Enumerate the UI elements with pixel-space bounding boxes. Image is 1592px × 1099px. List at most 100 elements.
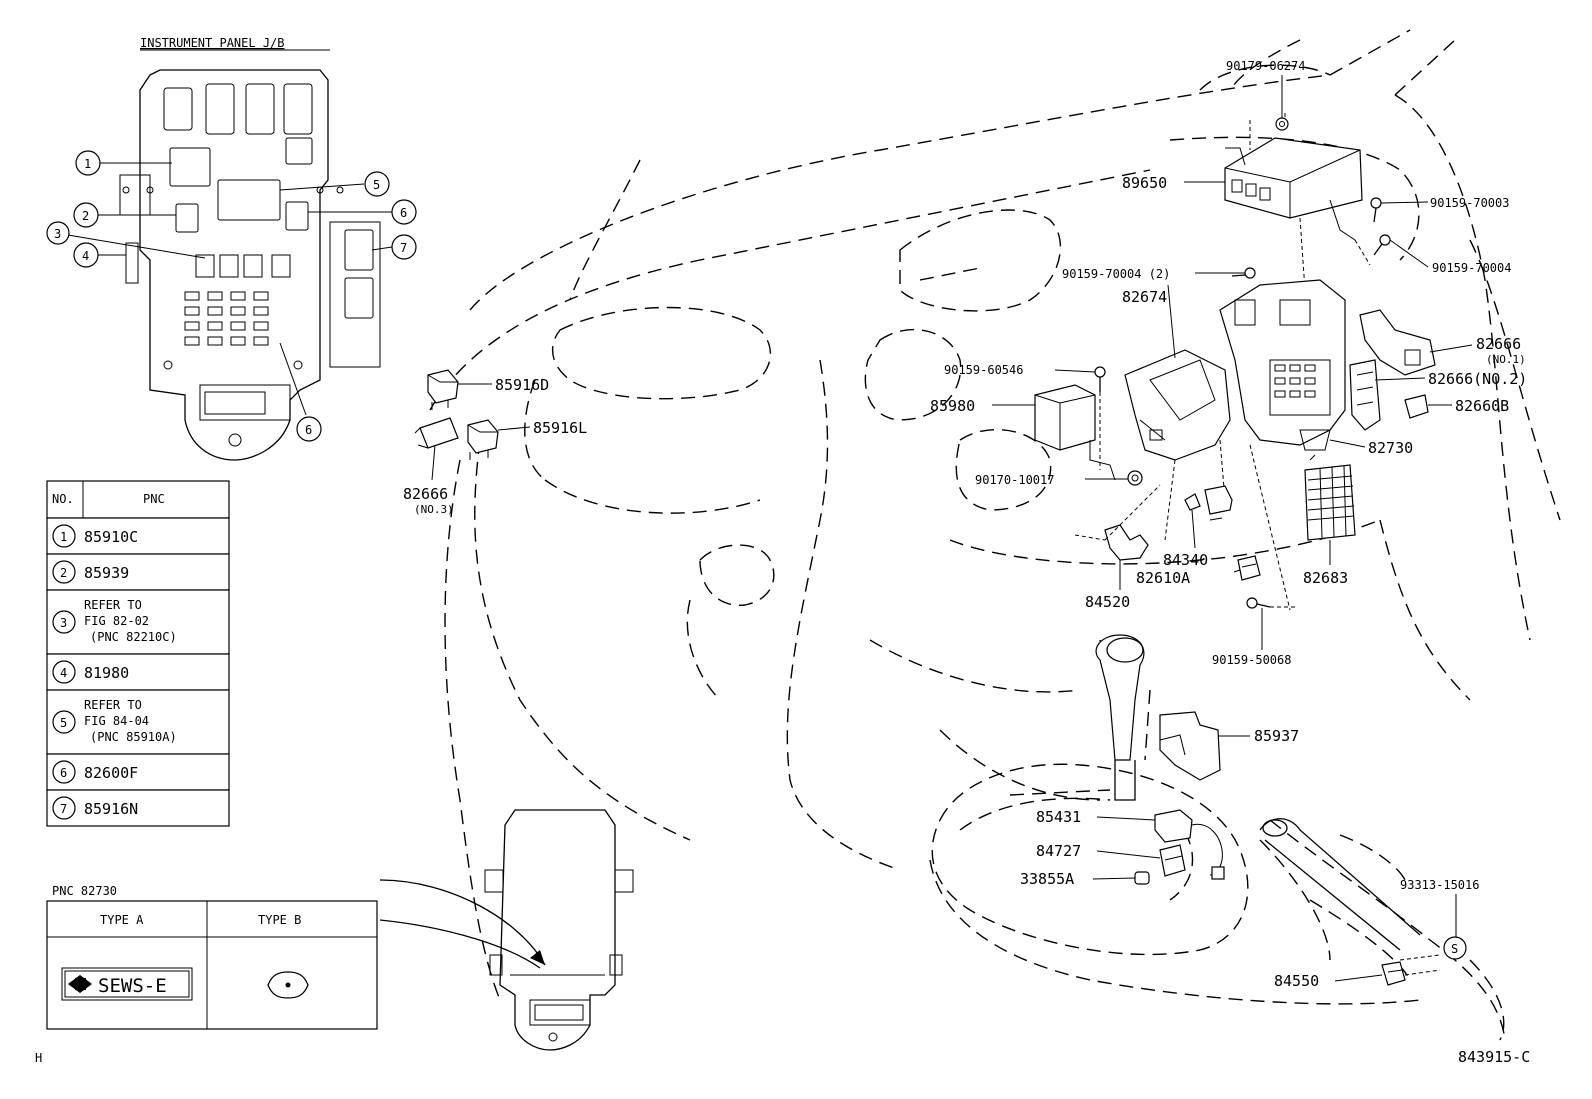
pnc-row: [46, 689, 230, 755]
label-82666-no2: 82666(NO.2): [1428, 370, 1527, 388]
label-84727: 84727: [1036, 842, 1081, 860]
part-85916d-relay: [427, 369, 459, 410]
label-82666-no1-sub: (NO.1): [1486, 353, 1526, 366]
pnc-row-text: 82600F: [84, 764, 138, 782]
bolt-90159-60546: [1094, 366, 1106, 470]
type-table: PNC 82730 TYPE A TYPE B SEWS-E: [46, 884, 378, 1030]
pnc-row: [46, 789, 230, 827]
inset-callout-4: 5: [364, 171, 390, 197]
part-82660b: [1404, 394, 1429, 419]
inset-title: INSTRUMENT PANEL J/B: [140, 36, 285, 50]
part-82730-junction-block: [1219, 279, 1346, 611]
s-mark-text: S: [1451, 942, 1458, 956]
label-85980: 85980: [930, 397, 975, 415]
svg-text:6: 6: [400, 206, 407, 220]
pnc-row-number-circle: [52, 710, 76, 734]
part-82610a: [1237, 555, 1261, 581]
part-labels: 90179-06274 89650 90159-70003 90159-7000…: [403, 59, 1527, 990]
label-93313-15016: 93313-15016: [1400, 878, 1479, 892]
bolt-90159-70004: [1373, 234, 1391, 256]
dashboard-outline: [429, 29, 1561, 1041]
svg-text:7: 7: [400, 241, 407, 255]
label-84520: 84520: [1085, 593, 1130, 611]
pnc-row-number-circle: [52, 660, 76, 684]
pnc-row-text: FIG 82-02: [84, 614, 149, 628]
pnc-row: [46, 589, 230, 655]
label-82610a: 82610A: [1136, 569, 1190, 587]
pnc-row-number: 4: [60, 666, 67, 680]
pnc-row-number-circle: [52, 560, 76, 584]
pnc-row-number-circle: [52, 524, 76, 548]
label-90159-60546: 90159-60546: [944, 363, 1023, 377]
part-85431: [1154, 809, 1225, 880]
label-90179-06274: 90179-06274: [1226, 59, 1305, 73]
type-b-label: TYPE B: [258, 913, 301, 927]
leader-lines: [458, 75, 1473, 982]
bolt-90159-50068: [1246, 597, 1295, 609]
part-84550: [1381, 954, 1441, 986]
type-a-label: TYPE A: [100, 913, 144, 927]
label-84340: 84340: [1163, 551, 1208, 569]
pnc-row-number: 6: [60, 766, 67, 780]
part-84727: [1159, 844, 1186, 877]
footer-left-mark: H: [35, 1051, 42, 1065]
pnc-row: [46, 553, 230, 591]
type-b-mark: [267, 971, 309, 999]
svg-text:3: 3: [54, 227, 61, 241]
sews-logo-text: SEWS-E: [98, 975, 167, 997]
part-33855a: [1134, 871, 1150, 885]
bolt-90159-70003: [1370, 197, 1382, 223]
svg-text:2: 2: [82, 209, 89, 223]
inset-callout-5: 6: [391, 199, 417, 225]
pnc-row: [46, 517, 230, 555]
figure-code: 843915-C: [1458, 1048, 1530, 1066]
pnc-row-text: REFER TO: [84, 698, 142, 712]
pnc-row-number-circle: [52, 760, 76, 784]
label-82674: 82674: [1122, 288, 1167, 306]
label-90170-10017: 90170-10017: [975, 473, 1054, 487]
label-85916d: 85916D: [495, 376, 549, 394]
inset-callout-2: 2: [73, 202, 99, 228]
label-85916l: 85916L: [533, 419, 587, 437]
svg-text:1: 1: [84, 157, 91, 171]
part-82666-no2: [1349, 359, 1381, 431]
label-90159-70003: 90159-70003: [1430, 196, 1509, 210]
pnc-row-text: 81980: [84, 664, 129, 682]
part-90179-06274-nut: [1275, 117, 1289, 131]
pnc-row-text: 85910C: [84, 528, 138, 546]
part-90170-10017-nut: [1127, 470, 1143, 486]
label-82666-no3-sub: (NO.3): [414, 503, 454, 516]
inset-callout-3: 3: [46, 221, 70, 245]
pnc-row-number-circle: [52, 610, 76, 634]
part-82674-bracket: [1124, 349, 1231, 541]
pnc-row-number-circle: [52, 796, 76, 820]
part-85937: [1159, 711, 1221, 781]
inset-callout-1: 1: [75, 150, 101, 176]
part-85916l-relay: [467, 419, 499, 460]
pnc-row-text: 85916N: [84, 800, 138, 818]
pnc-row-number: 1: [60, 530, 67, 544]
parking-brake: [1259, 818, 1421, 951]
pnc-row-number: 2: [60, 566, 67, 580]
label-82666-no3: 82666: [403, 485, 448, 503]
label-82666-no1: 82666: [1476, 335, 1521, 353]
pnc-row: [46, 753, 230, 791]
part-82666-no1: [1359, 309, 1436, 376]
pnc-row-number: 3: [60, 616, 67, 630]
label-89650: 89650: [1122, 174, 1167, 192]
pnc-header-pnc: PNC: [143, 492, 165, 506]
label-90159-70004: 90159-70004: [1432, 261, 1511, 275]
svg-text:4: 4: [82, 249, 89, 263]
pnc-header-no: NO.: [52, 492, 74, 506]
type-table-caption: PNC 82730: [52, 884, 117, 898]
s-mark-symbol: S: [1443, 936, 1467, 960]
part-89650-ecu: [1224, 110, 1371, 291]
label-33855a: 33855A: [1020, 870, 1074, 888]
part-85980-relay: [1034, 384, 1116, 481]
label-82730: 82730: [1368, 439, 1413, 457]
pnc-row-number: 5: [60, 716, 67, 730]
label-82660b: 82660B: [1455, 397, 1509, 415]
